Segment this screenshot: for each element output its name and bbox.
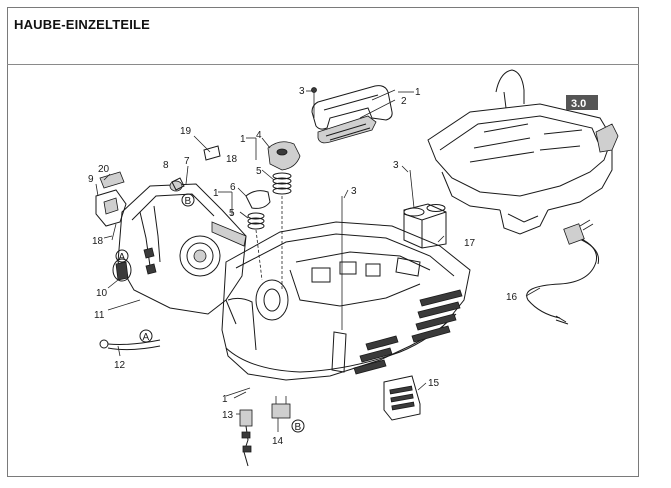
spring-part-5b: [247, 212, 265, 230]
indicator-part-6: [245, 190, 271, 209]
callout-9: 9: [88, 174, 94, 185]
callout-4: 4: [256, 130, 262, 141]
callout-18-top: 18: [226, 154, 238, 165]
callout-3-clip: 3: [393, 160, 399, 171]
callout-13: 13: [222, 410, 234, 421]
callout-16: 16: [506, 292, 518, 303]
callout-1-bottom: 1: [222, 394, 228, 405]
callout-3-handle: 3: [299, 86, 305, 97]
ref-marker-b2: B: [291, 419, 305, 433]
knob-part-8: [169, 177, 185, 192]
callout-10: 10: [96, 288, 108, 299]
parts-sheet-frame: [7, 7, 639, 477]
callout-15: 15: [428, 378, 440, 389]
callout-1-lower: 1: [213, 188, 219, 199]
callout-1-indicator: 1: [240, 134, 246, 145]
handle-part: [311, 85, 393, 144]
grille-part-15: [383, 375, 421, 421]
callout-5-top: 5: [256, 166, 262, 177]
tray-part: [427, 69, 619, 235]
ref-marker-a2: A: [139, 329, 153, 343]
callout-12: 12: [114, 360, 126, 371]
plug-part-14: [271, 396, 291, 419]
side-panel-part-11: [117, 183, 247, 325]
power-cable-part: [526, 219, 600, 325]
svg-text:B: B: [295, 422, 302, 433]
callout-18-left: 18: [92, 236, 104, 247]
svg-text:A: A: [143, 332, 150, 343]
cord-part-13: [239, 409, 253, 467]
page-title: HAUBE-EINZELTEILE: [14, 17, 151, 32]
callout-3-rod: 3: [351, 186, 357, 197]
callout-5-lower: 5: [229, 208, 235, 219]
screw-7: [185, 165, 189, 185]
svg-text:B: B: [185, 196, 192, 207]
label-part-20: [99, 171, 125, 189]
callout-8: 8: [163, 160, 169, 171]
callout-1-handle: 1: [415, 87, 421, 98]
switch-part-9: [95, 189, 127, 241]
version-badge-label: 3.0: [571, 98, 586, 110]
hood-body-part: [221, 221, 471, 381]
indicator-part-4: [267, 141, 301, 171]
part-19: [203, 145, 221, 161]
callout-20: 20: [98, 164, 110, 175]
title-divider: [7, 64, 639, 65]
assembly-line-6: [255, 229, 263, 281]
callout-11: 11: [94, 310, 105, 321]
callout-6: 6: [230, 182, 236, 193]
spring-part-5a: [272, 172, 292, 195]
leader-lines: [95, 89, 541, 432]
screw-3-clip: [409, 169, 415, 209]
ref-marker-b1: B: [181, 193, 195, 207]
ref-marker-a1: A: [115, 249, 129, 263]
hose-part-12: [99, 339, 161, 351]
svg-text:A: A: [119, 252, 126, 263]
dial-part-10: [112, 258, 132, 282]
version-badge: [566, 95, 598, 110]
callout-7: 7: [184, 156, 190, 167]
callout-2: 2: [401, 96, 407, 107]
screw-head-icon: [311, 87, 317, 93]
callout-labels: 1 2 3 3 3 19 18 1 4 5 8 7 20 9 1 6 5 18 …: [88, 86, 518, 447]
callout-14: 14: [272, 436, 284, 447]
callout-17: 17: [464, 238, 476, 249]
clip-part-17: [403, 203, 447, 249]
callout-19: 19: [180, 126, 192, 137]
wire-part-1: [225, 387, 251, 397]
